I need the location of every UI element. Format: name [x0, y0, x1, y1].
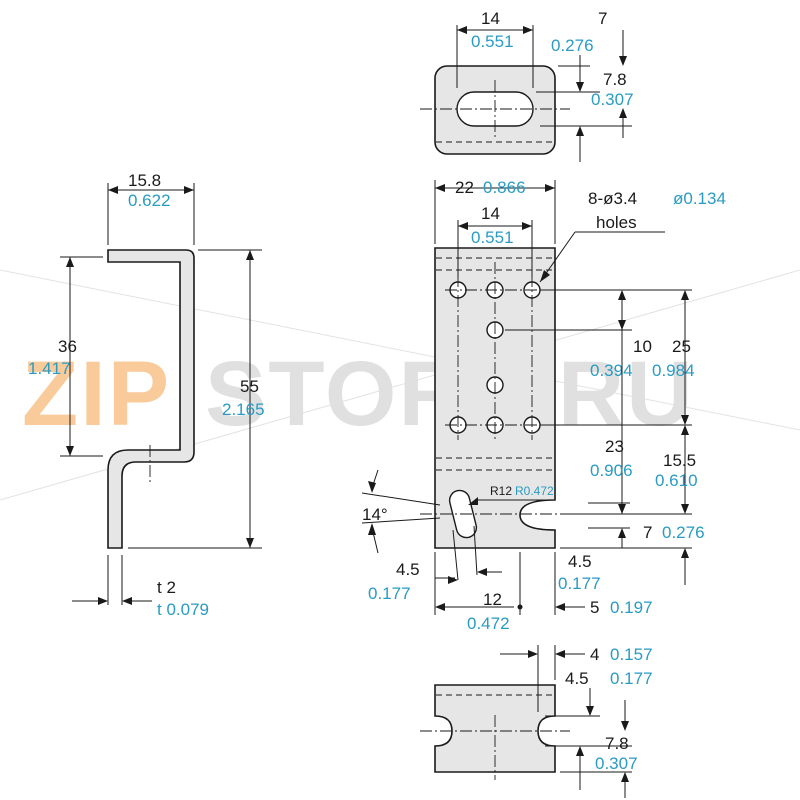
side-profile [107, 249, 195, 549]
front-pitch-mm: 14 [481, 204, 500, 223]
notch-pos-mm: 5 [590, 598, 599, 617]
side-offset-in: 1.417 [28, 359, 71, 378]
dim-7-in: 0.276 [662, 523, 705, 542]
holes-spec-in: ø0.134 [673, 189, 726, 208]
front-width-in: 0.866 [483, 178, 526, 197]
front-pitch-in: 0.551 [471, 228, 514, 247]
holes-word: holes [596, 213, 637, 232]
dim-23-mm: 23 [605, 437, 624, 456]
bottom-plate [434, 684, 556, 773]
dim-10-in: 0.394 [590, 361, 633, 380]
dim-15-5-in: 0.610 [655, 471, 698, 490]
side-thickness-mm: t 2 [157, 578, 176, 597]
dim-15-5-mm: 15.5 [663, 451, 696, 470]
side-width-mm: 15.8 [128, 171, 161, 190]
angle-label: 14° [362, 505, 388, 524]
dim-7-mm: 7 [643, 523, 652, 542]
bottom-notch-w-in: 0.177 [610, 669, 653, 688]
dim-10-mm: 10 [633, 337, 652, 356]
top-slot-len-mm: 14 [481, 9, 500, 28]
front-width-mm: 22 [455, 178, 474, 197]
top-depth-in: 0.307 [591, 90, 634, 109]
bottom-notch-len-in: 0.157 [610, 645, 653, 664]
bottom-depth-mm: 7.8 [605, 734, 629, 753]
holes-spec-mm: 8-ø3.4 [588, 189, 637, 208]
side-height-in: 2.165 [222, 400, 265, 419]
top-edge-in: 0.276 [551, 36, 594, 55]
slot-pos-in: 0.472 [467, 614, 510, 633]
slot-width-in: 0.177 [368, 584, 411, 603]
top-depth-mm: 7.8 [603, 70, 627, 89]
radius-in: R0.472 [515, 484, 554, 498]
dim-25-mm: 25 [672, 337, 691, 356]
front-view: 22 0.866 14 0.551 8-ø3.4 ø0.134 holes 10… [361, 178, 726, 633]
slot-pos-mm: 12 [483, 590, 502, 609]
bottom-notch-len-mm: 4 [590, 645, 599, 664]
slot-width-mm: 4.5 [396, 560, 420, 579]
watermark-zip: ZIP [22, 343, 171, 445]
side-height-mm: 55 [240, 377, 259, 396]
top-edge-mm: 7 [598, 9, 607, 28]
side-thickness-in: t 0.079 [157, 600, 209, 619]
bottom-depth-in: 0.307 [595, 754, 638, 773]
bottom-view: 4 0.157 4.5 0.177 7.8 0.307 [420, 645, 653, 798]
bottom-notch-w-mm: 4.5 [565, 669, 589, 688]
notch-width-in: 0.177 [558, 574, 601, 593]
dim-25-in: 0.984 [652, 361, 695, 380]
top-view: 14 0.551 7 0.276 7.8 0.307 [420, 9, 634, 162]
notch-width-mm: 4.5 [568, 552, 592, 571]
side-width-in: 0.622 [128, 191, 171, 210]
side-view: 15.8 0.622 36 1.417 55 2.165 t 2 t 0.079 [28, 171, 265, 619]
notch-pos-in: 0.197 [610, 598, 653, 617]
top-slot-len-in: 0.551 [471, 32, 514, 51]
radius-mm: R12 [490, 484, 512, 498]
dim-23-in: 0.906 [590, 461, 633, 480]
side-offset-mm: 36 [58, 337, 77, 356]
